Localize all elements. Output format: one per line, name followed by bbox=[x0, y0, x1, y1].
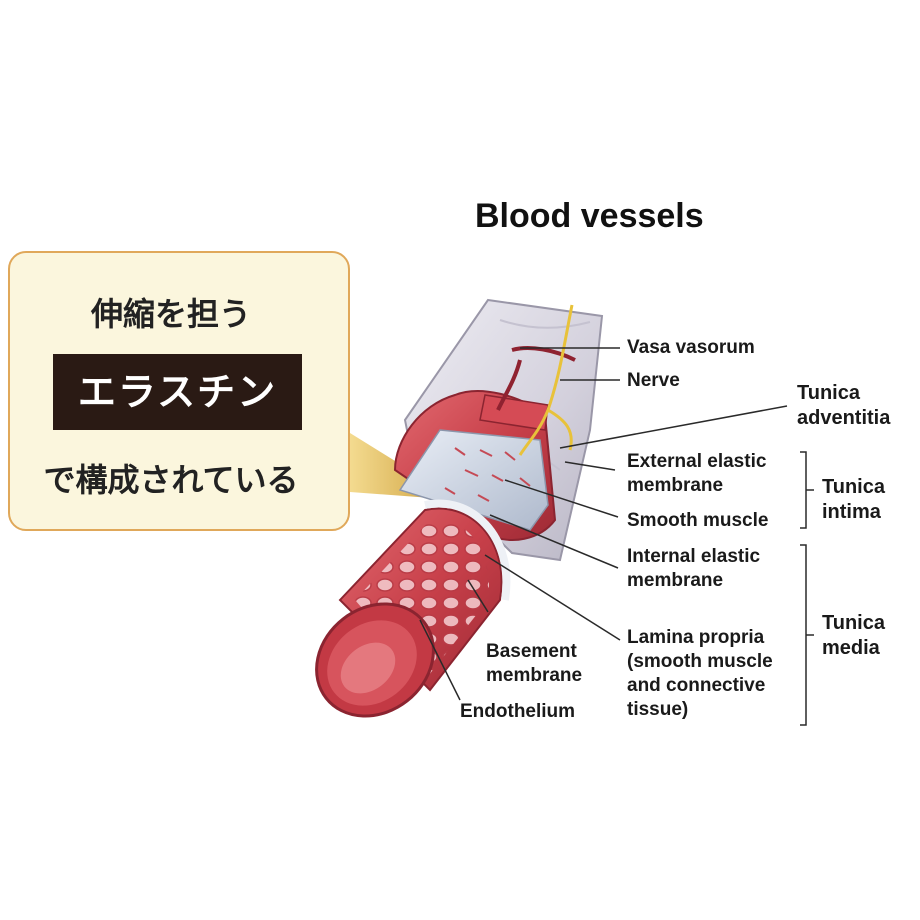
media-bracket bbox=[800, 544, 807, 726]
group-tunica-adventitia: Tunica adventitia bbox=[797, 382, 891, 429]
group-tunica-intima: Tunica intima bbox=[822, 476, 885, 523]
label-smooth-muscle: Smooth muscle bbox=[627, 510, 769, 531]
label-basement-membrane: Basement membrane bbox=[486, 641, 583, 686]
group-tunica-media: Tunica media bbox=[822, 612, 885, 659]
intima-bracket bbox=[800, 451, 807, 529]
label-endothelium: Endothelium bbox=[460, 701, 576, 722]
smooth-muscle-layer bbox=[479, 394, 549, 431]
label-nerve: Nerve bbox=[627, 370, 680, 391]
vasa-vasorum-vessel bbox=[496, 346, 576, 411]
external-elastic-membrane-layer bbox=[398, 429, 549, 531]
label-vasa-vasorum: Vasa vasorum bbox=[627, 337, 755, 358]
callout-highlight: エラスチン bbox=[53, 354, 302, 430]
label-internal-elastic-membrane: Internal elastic membrane bbox=[627, 546, 761, 591]
endothelium-cells bbox=[355, 519, 490, 680]
callout-line-1: 伸縮を担う bbox=[90, 295, 251, 333]
label-lamina-propria: Lamina propria (smooth muscle and connec… bbox=[627, 627, 773, 720]
basement-membrane-layer bbox=[424, 499, 511, 601]
callout-line-3: で構成されている bbox=[43, 461, 299, 499]
diagram-title: Blood vessels bbox=[475, 197, 704, 235]
label-external-elastic-membrane: External elastic membrane bbox=[627, 451, 767, 496]
